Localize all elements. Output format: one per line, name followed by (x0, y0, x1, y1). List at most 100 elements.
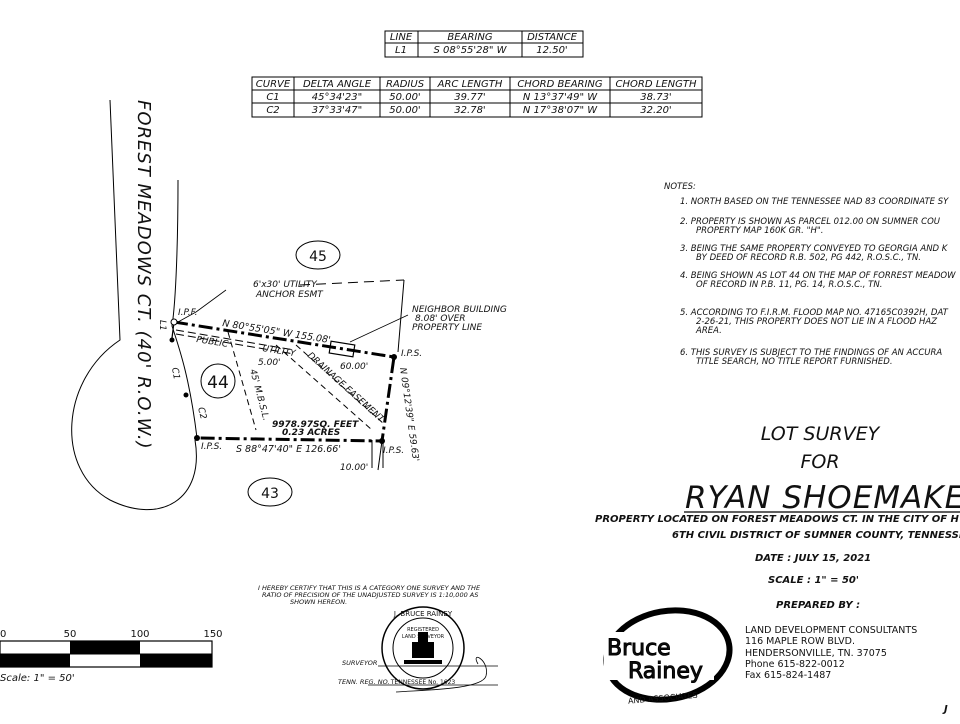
firm-info: LAND DEVELOPMENT CONSULTANTS 116 MAPLE R… (745, 625, 917, 681)
title-block: LOT SURVEY FOR RYAN SHOEMAKE PROPERTY LO… (595, 423, 960, 611)
curve-table-cell: 32.78' (454, 105, 485, 116)
property-location: 6TH CIVIL DISTRICT OF SUMNER COUNTY, TEN… (672, 530, 960, 541)
scale-tick: 50 (64, 629, 77, 640)
scale-tick: 0 (0, 629, 6, 640)
sixty-ft-label: 60.00' (340, 362, 368, 372)
note-line: TITLE SEARCH, NO TITLE REPORT FURNISHED. (696, 357, 893, 367)
survey-scale: SCALE : 1" = 50' (768, 575, 859, 586)
job-number: J (942, 704, 948, 715)
surveyor-seal: J. BRUCE RAINEY REGISTERED LAND SURVEYOR… (381, 606, 487, 693)
l1-label: L1 (157, 320, 167, 331)
seal-emblem-icon (404, 632, 442, 664)
neighbor-label: 8.08' OVER (415, 314, 466, 324)
line-table-header-distance: DISTANCE (527, 32, 577, 43)
curve-table-header: CHORD BEARING (517, 79, 603, 90)
firm-phone: Phone 615-822-0012 (745, 659, 845, 670)
anchor-esmt-label: ANCHOR ESMT (255, 290, 324, 300)
ips-label: I.P.S. (201, 442, 222, 452)
c2-label: C2 (195, 406, 208, 420)
ips-label: I.P.S. (383, 446, 404, 456)
line-table-header-bearing: BEARING (447, 32, 492, 43)
anchor-esmt-label: 6'x30' UTILITY (253, 280, 318, 290)
note-line: 1. NORTH BASED ON THE TENNESSEE NAD 83 C… (680, 197, 949, 207)
lot-43-label: 43 (261, 486, 279, 502)
lot-44-label: 44 (207, 373, 229, 393)
south-line-label: S 88°47'40" E 126.66' (236, 444, 341, 455)
curve-table-header: CHORD LENGTH (616, 79, 697, 90)
street-name: FOREST MEADOWS CT. (40' R.O.W.) (133, 100, 154, 450)
survey-pins (169, 318, 397, 444)
ipf-label: I.P.F. (178, 308, 197, 318)
certification-line: I HEREBY CERTIFY THAT THIS IS A CATEGORY… (258, 584, 481, 592)
curve-table-header: RADIUS (386, 79, 425, 90)
scale-bar: 0 50 100 150 Scale: 1" = 50' (0, 629, 223, 684)
note-line: OF RECORD IN P.B. 11, PG. 14, R.O.S.C., … (696, 280, 882, 290)
client-name: RYAN SHOEMAKE (685, 480, 960, 516)
curve-table-cell: 37°33'47" (312, 105, 363, 116)
lot-numbers: 45 44 43 (200, 240, 341, 507)
survey-date: DATE : JULY 15, 2021 (755, 553, 871, 564)
firm-address: 116 MAPLE ROW BLVD. (745, 636, 855, 647)
lot-44-boundary (171, 279, 409, 471)
tenn-reg-label: TENN. REG. NO. (338, 678, 390, 686)
note-line: 2-26-21, THIS PROPERTY DOES NOT LIE IN A… (696, 317, 937, 327)
logo-text: Bruce (607, 636, 671, 661)
neighbor-label: NEIGHBOR BUILDING (412, 305, 507, 315)
curve-table-cell: 45°34'23" (312, 92, 363, 103)
title-line-1: LOT SURVEY (761, 423, 881, 445)
curve-table-cell: 38.73' (640, 92, 671, 103)
five-ft-label: 5.00' (258, 358, 281, 368)
firm-logo: Bruce Rainey AND ASSOCIATES (603, 607, 733, 706)
seal-text-top: J. BRUCE RAINEY (393, 610, 453, 618)
curve-table-cell: C2 (266, 105, 279, 116)
c1-label: C1 (169, 367, 181, 381)
area-label: 9978.97SQ. FEET (272, 420, 359, 430)
note-line: BY DEED OF RECORD R.B. 502, PG 442, R.O.… (696, 253, 921, 263)
line-table-header-line: LINE (390, 32, 413, 43)
seal-text-left: REGISTERED (407, 627, 439, 633)
scale-tick: 100 (130, 629, 149, 640)
certification-line: RATIO OF PRECISION OF THE UNADJUSTED SUR… (262, 591, 478, 599)
street-right-of-way (71, 99, 198, 511)
certification: I HEREBY CERTIFY THAT THIS IS A CATEGORY… (258, 584, 498, 686)
surveyor-label: SURVEYOR (342, 659, 377, 667)
ten-ft-label: 10.00' (340, 463, 368, 473)
prepared-by: PREPARED BY : (776, 600, 860, 611)
line-table-cell: S 08°55'28" W (433, 45, 507, 56)
note-line: 4. BEING SHOWN AS LOT 44 ON THE MAP OF F… (680, 271, 956, 281)
logo-text: Rainey (628, 659, 703, 684)
curve-table-cell: 50.00' (389, 92, 420, 103)
notes: NOTES: 1. NORTH BASED ON THE TENNESSEE N… (664, 182, 956, 367)
note-line: 6. THIS SURVEY IS SUBJECT TO THE FINDING… (680, 348, 942, 358)
curve-table-header: CURVE (256, 79, 291, 90)
firm-address: HENDERSONVILLE, TN. 37075 (745, 648, 887, 659)
curve-table-cell: N 13°37'49" W (523, 92, 598, 103)
ips-label: I.P.S. (401, 349, 422, 359)
note-line: 2. PROPERTY IS SHOWN AS PARCEL 012.00 ON… (680, 217, 941, 227)
firm-fax: Fax 615-824-1487 (745, 670, 831, 681)
line-table: LINE BEARING DISTANCE L1 S 08°55'28" W 1… (384, 30, 584, 58)
scale-tick: 150 (203, 629, 222, 640)
curve-table-cell: C1 (266, 92, 279, 103)
curve-table-cell: 39.77' (454, 92, 485, 103)
curve-table-header: ARC LENGTH (437, 79, 503, 90)
lot-45-label: 45 (309, 249, 327, 265)
notes-heading: NOTES: (664, 182, 696, 192)
certification-line: SHOWN HEREON. (290, 598, 347, 606)
curve-table-cell: 50.00' (389, 105, 420, 116)
note-line: 3. BEING THE SAME PROPERTY CONVEYED TO G… (680, 244, 949, 254)
scale-label: Scale: 1" = 50' (0, 673, 75, 684)
note-line: PROPERTY MAP 160K GR. "H". (696, 226, 824, 236)
line-table-cell: 12.50' (536, 45, 567, 56)
curve-table-cell: N 17°38'07" W (523, 105, 598, 116)
property-location: PROPERTY LOCATED ON FOREST MEADOWS CT. I… (595, 514, 960, 525)
seal-text-bottom: TENNESSEE No. 1623 (390, 679, 456, 686)
curve-table-cell: 32.20' (640, 105, 671, 116)
curve-table-header: DELTA ANGLE (303, 79, 372, 90)
curve-table: CURVE DELTA ANGLE RADIUS ARC LENGTH CHOR… (251, 76, 703, 118)
neighbor-label: PROPERTY LINE (412, 323, 482, 333)
note-line: 5. ACCORDING TO F.I.R.M. FLOOD MAP NO. 4… (680, 308, 949, 318)
firm-name: LAND DEVELOPMENT CONSULTANTS (745, 625, 917, 636)
note-line: AREA. (695, 326, 722, 336)
